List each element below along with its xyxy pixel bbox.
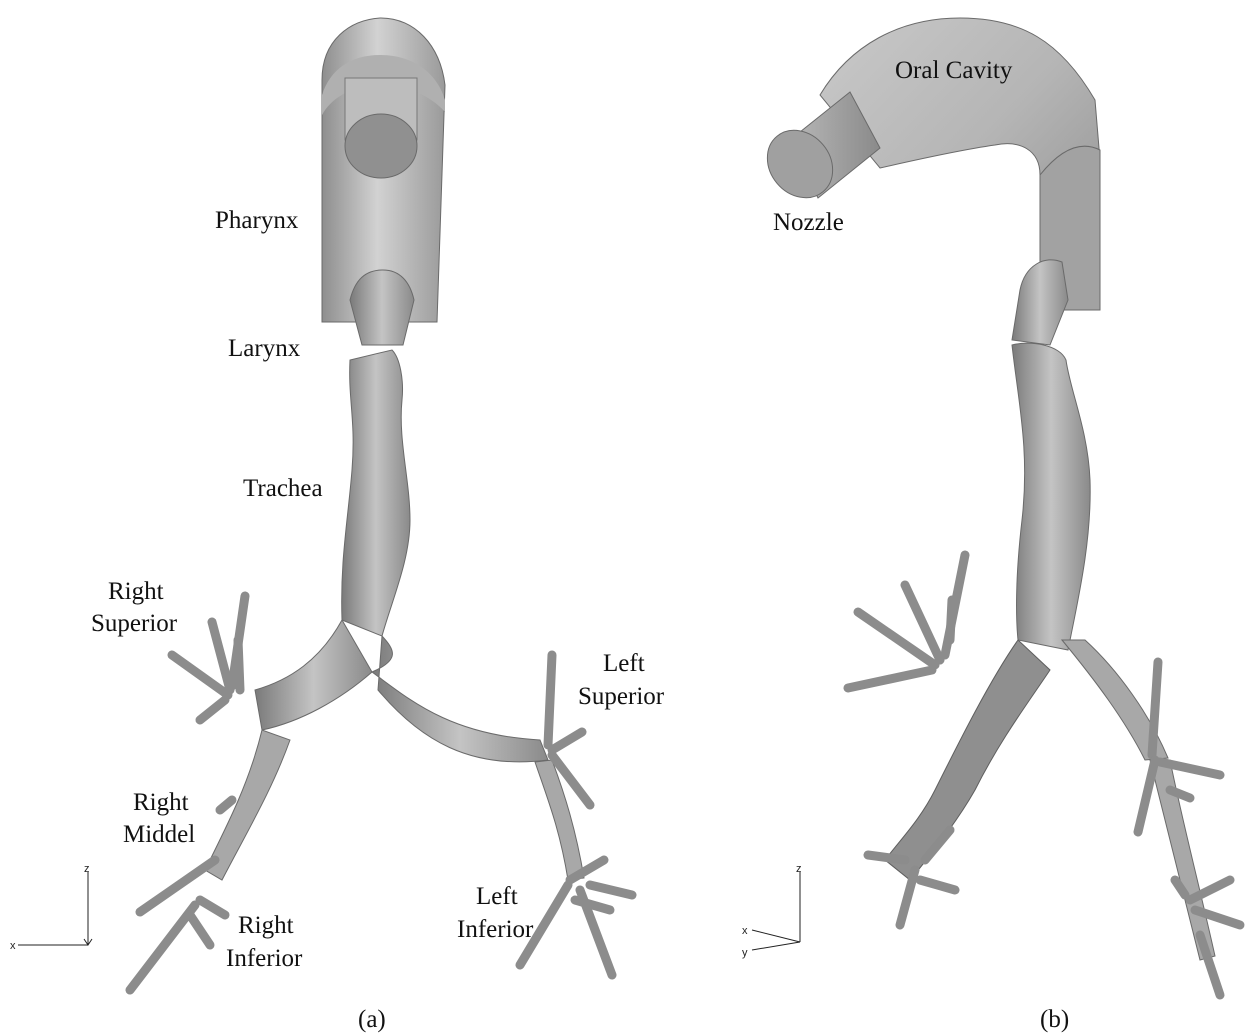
left-lower-bronchus-b <box>1150 760 1215 960</box>
label-left-superior-line2: Superior <box>578 683 665 710</box>
left-main-bronchus <box>372 636 548 762</box>
label-right-superior-line1: Right <box>108 578 164 605</box>
label-right-middle-line2: Middel <box>123 821 195 848</box>
panel-a-model <box>130 18 632 990</box>
trachea-b-shape <box>1012 343 1090 650</box>
axis-a-x-label: x <box>10 940 16 952</box>
larynx-shape <box>350 270 414 345</box>
label-right-inferior-line2: Inferior <box>226 945 303 972</box>
axis-b-y-label: y <box>742 947 748 959</box>
axis-triad-b <box>752 872 800 950</box>
caption-a: (a) <box>358 1006 386 1033</box>
label-right-inferior-line1: Right <box>238 912 294 939</box>
label-left-inferior-line2: Inferior <box>457 916 534 943</box>
label-right-middle-line1: Right <box>133 789 189 816</box>
right-main-bronchus <box>255 620 372 730</box>
axis-b-z-label: z <box>796 863 802 875</box>
label-left-inferior-line1: Left <box>476 883 518 910</box>
label-left-superior-line1: Left <box>603 650 645 677</box>
axis-triad-a <box>18 872 92 945</box>
axis-a-z-label: z <box>84 863 90 875</box>
label-pharynx: Pharynx <box>215 207 299 234</box>
label-larynx: Larynx <box>228 335 301 362</box>
label-right-superior-line2: Superior <box>91 610 178 637</box>
axis-b-x-label: x <box>742 925 748 937</box>
label-oral-cavity: Oral Cavity <box>895 57 1013 84</box>
label-nozzle: Nozzle <box>773 209 844 236</box>
inlet-cap <box>345 114 417 178</box>
caption-b: (b) <box>1040 1006 1069 1033</box>
left-lower-bronchus <box>535 760 584 880</box>
label-trachea: Trachea <box>243 475 323 502</box>
larynx-b-shape <box>1012 260 1068 345</box>
trachea-shape <box>342 350 410 636</box>
panel-b-model <box>754 18 1240 995</box>
